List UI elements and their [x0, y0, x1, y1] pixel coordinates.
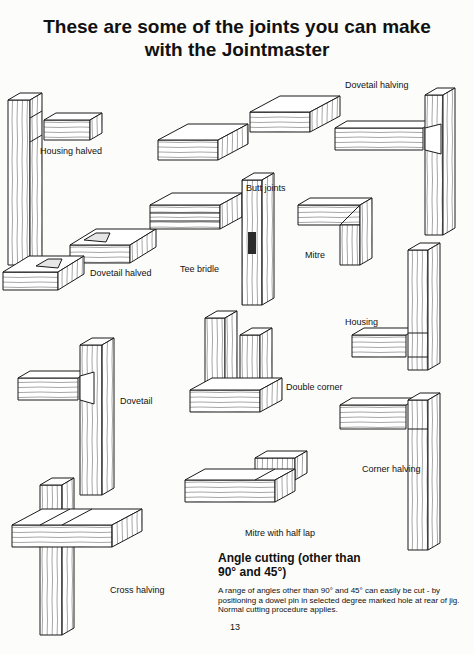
page-number: 13 [230, 622, 240, 633]
tee-bridle-joint-part [242, 180, 262, 305]
corner-halving-joint-part [340, 398, 418, 405]
dovetail-halved-joint-part [130, 229, 156, 263]
corner-halving-joint-part [408, 429, 428, 430]
joint-label: Dovetail halved [90, 268, 152, 279]
note-heading: Angle cutting (other than 90° and 45°) [218, 551, 378, 580]
housing-halved-joint-part [44, 120, 90, 140]
cross-halving-joint-part [62, 478, 74, 635]
housing-halved-joint-part [30, 93, 42, 265]
dovetail-halved-joint-part [3, 272, 58, 290]
mitre-half-lap-joint-part [295, 451, 307, 480]
dovetail-halved-joint [3, 229, 156, 290]
dovetail-halved-joint-part [84, 233, 110, 242]
cross-halving-joint [12, 478, 142, 635]
joint-label: Corner halving [362, 464, 421, 475]
housing-joint-part [408, 333, 428, 357]
tee-bridle-joint-part [150, 213, 220, 221]
butt-joint-part [310, 96, 340, 132]
dovetail-halved-joint-part [58, 256, 84, 290]
dovetail-joint-part [80, 345, 102, 495]
corner-halving-joint-part [428, 393, 440, 550]
dovetail-halving-joint-part [443, 88, 455, 235]
butt-joint [158, 96, 340, 160]
dovetail-joint [18, 338, 114, 495]
dovetail-joint-part [18, 371, 90, 378]
joint-label: Cross halving [110, 585, 165, 596]
dovetail-halving-joint-part [335, 121, 435, 128]
housing-joint-part [408, 250, 428, 370]
mitre-half-lap-joint [185, 451, 307, 502]
housing-halved-joint-part [90, 113, 102, 140]
note-text: A range of angles other than 90° and 45°… [218, 586, 463, 615]
joint-label: Dovetail [120, 396, 153, 407]
dovetail-halving-joint-part [335, 128, 423, 150]
joint-label: Housing halved [40, 146, 102, 157]
housing-joint-part [428, 243, 440, 370]
cross-halving-joint-part [112, 509, 142, 547]
joint-label: Mitre with half lap [245, 528, 315, 539]
butt-joint-part [250, 112, 310, 132]
dovetail-joint-part [18, 378, 78, 400]
dovetail-joint-part [102, 338, 114, 495]
tee-bridle-joint-part [150, 205, 220, 229]
dovetail-halving-joint-part [425, 124, 441, 154]
double-corner-joint-part [190, 390, 260, 412]
butt-joint-part [218, 124, 248, 160]
cross-halving-joint-part [40, 485, 62, 635]
dovetail-halving-joint-part [425, 95, 443, 235]
corner-halving-joint-part [340, 405, 406, 429]
mitre-joint-part [298, 205, 360, 225]
dovetail-joint-part [80, 372, 94, 404]
mitre-joint-part [360, 198, 372, 265]
double-corner-joint [190, 311, 282, 412]
dovetail-halved-joint-part [36, 259, 62, 268]
joint-label: Dovetail halving [345, 80, 409, 91]
corner-halving-joint-part [408, 400, 428, 550]
housing-joint-part [352, 335, 406, 357]
joint-label: Tee bridle [180, 264, 219, 275]
housing-joint [352, 243, 440, 370]
joint-label: Housing [345, 317, 378, 328]
joint-label: Mitre [305, 250, 325, 261]
housing-halved-joint-part [30, 111, 42, 142]
joint-label: Double corner [286, 382, 343, 393]
tee-bridle-joint-part [248, 232, 256, 254]
tee-bridle-joint-part [220, 193, 242, 229]
mitre-half-lap-joint-part [185, 480, 275, 502]
housing-halved-joint-part [8, 100, 30, 265]
corner-halving-joint [340, 393, 440, 550]
joint-label: Butt joints [246, 183, 286, 194]
butt-joint-part [158, 140, 218, 160]
cross-halving-joint-part [40, 509, 92, 525]
mitre-joint-part [340, 225, 360, 265]
mitre-half-lap-joint-part [255, 469, 275, 480]
mitre-joint [298, 198, 372, 265]
mitre-half-lap-joint-part [275, 469, 295, 502]
page-title: These are some of the joints you can mak… [40, 16, 434, 62]
mitre-joint-part [340, 205, 360, 225]
double-corner-joint-part [260, 378, 282, 412]
cross-halving-joint-part [12, 525, 112, 547]
